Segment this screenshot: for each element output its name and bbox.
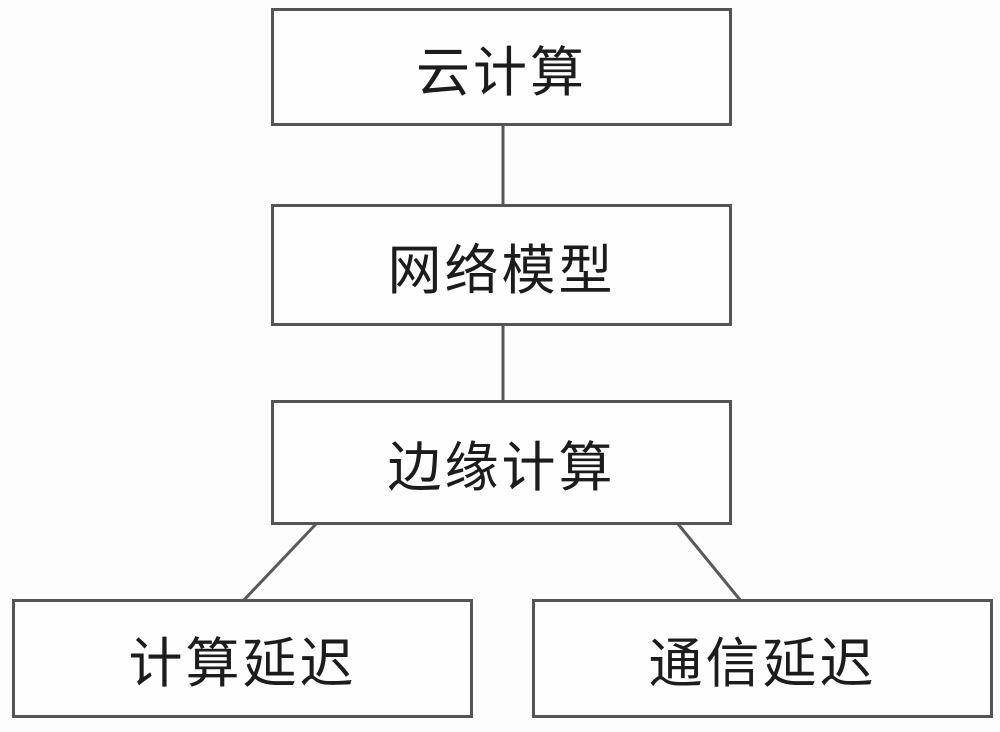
node-network-model-label: 网络模型 [387,240,616,301]
edge-edge-to-computation-line [241,522,318,603]
node-cloud-computing: 云计算 [271,8,732,126]
node-computation-delay-label: 计算延迟 [128,634,357,694]
node-network-model: 网络模型 [271,204,732,326]
node-edge-computing-label: 边缘计算 [387,438,616,498]
node-communication-delay: 通信延迟 [532,599,993,718]
node-computation-delay: 计算延迟 [12,599,473,718]
node-communication-delay-label: 通信延迟 [648,634,877,694]
node-cloud-computing-label: 云计算 [416,42,587,103]
edge-edge-to-communication-line [676,523,743,602]
node-edge-computing: 边缘计算 [271,400,732,525]
